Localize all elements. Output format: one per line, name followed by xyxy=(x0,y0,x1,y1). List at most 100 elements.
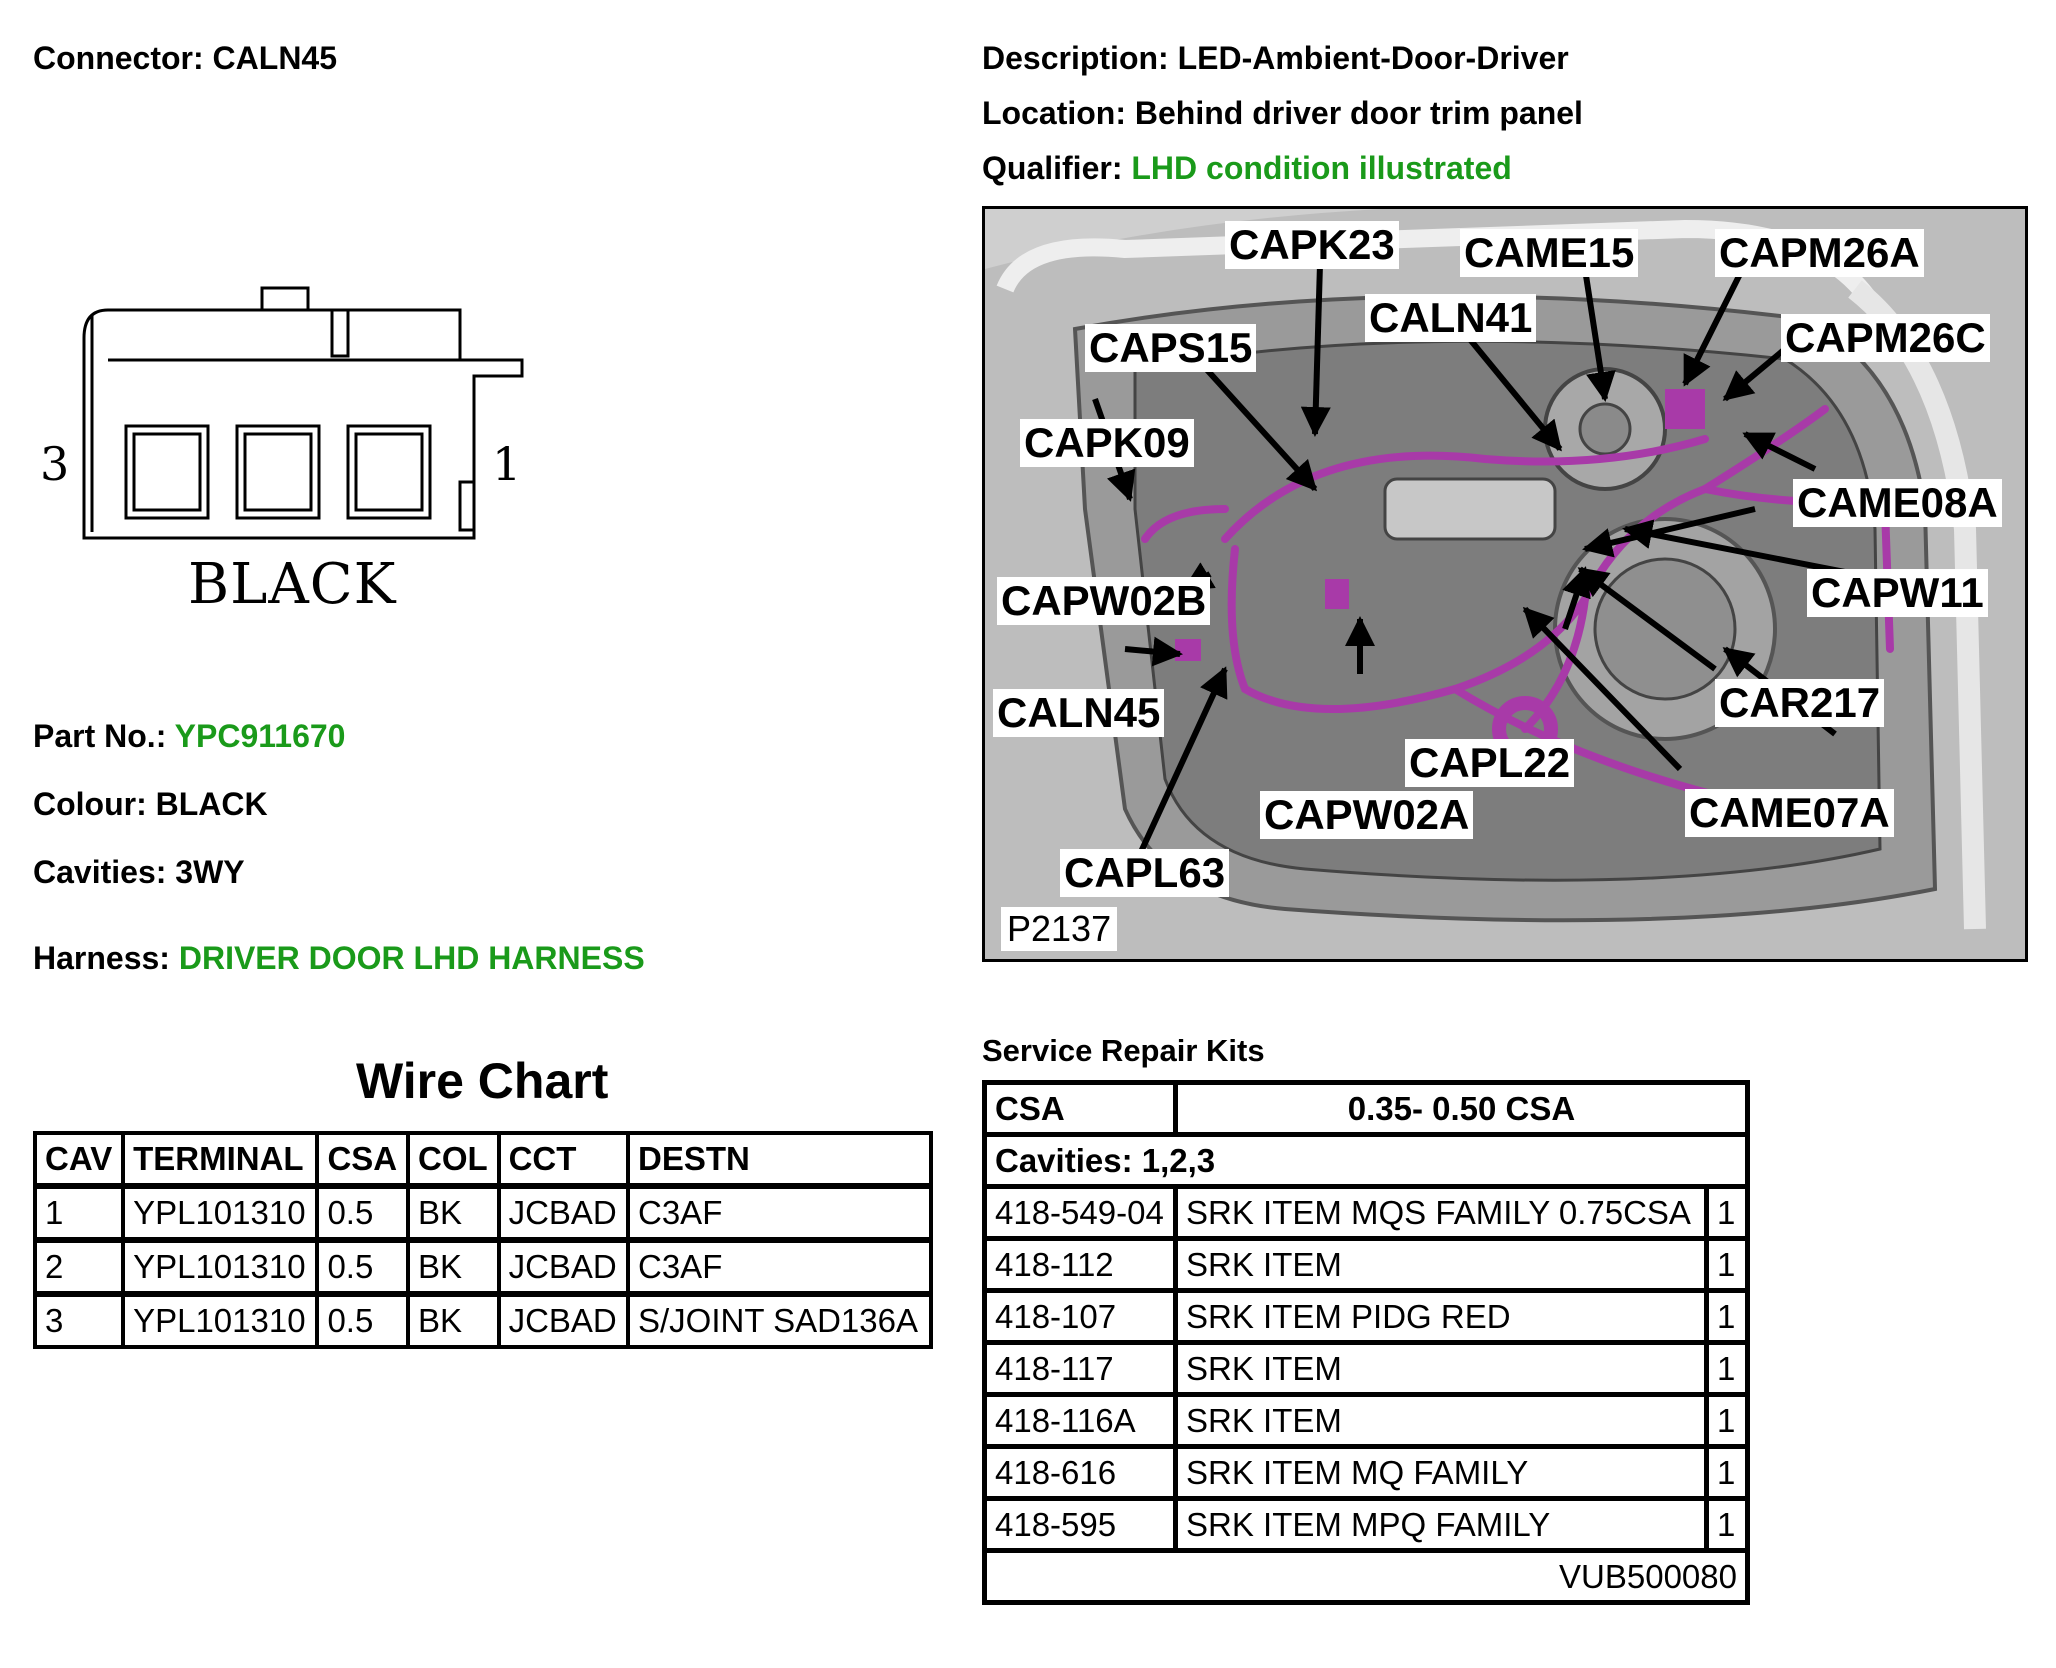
srk-footer-code: VUB500080 xyxy=(982,1548,1750,1605)
table-row: 3 YPL101310 0.5 BK JCBAD S/JOINT SAD136A xyxy=(32,1291,933,1349)
callout-capw02a: CAPW02A xyxy=(1260,791,1474,839)
cavities-line: Cavities: 3WY xyxy=(33,854,245,891)
col-header-destn: DESTN xyxy=(626,1131,933,1188)
srk-desc: SRK ITEM PIDG RED xyxy=(1173,1288,1709,1345)
srk-qty: 1 xyxy=(1704,1288,1750,1345)
col-header-cav: CAV xyxy=(32,1131,126,1188)
cavity-3-label: 3 xyxy=(40,437,70,491)
srk-csa-label: CSA xyxy=(982,1080,1178,1137)
cell-destn: C3AF xyxy=(626,1237,933,1296)
srk-qty: 1 xyxy=(1704,1392,1750,1449)
wire-chart-table: CAV TERMINAL CSA COL CCT DESTN 1 YPL1013… xyxy=(32,1131,933,1349)
callout-capm26a: CAPM26A xyxy=(1715,229,1924,277)
table-row: 418-616 SRK ITEM MQ FAMILY 1 xyxy=(982,1444,1750,1501)
srk-part: 418-112 xyxy=(982,1236,1178,1293)
srk-qty: 1 xyxy=(1704,1184,1750,1241)
srk-qty: 1 xyxy=(1704,1340,1750,1397)
srk-footer-row: VUB500080 xyxy=(982,1548,1750,1605)
callout-came08a: CAME08A xyxy=(1793,479,2002,527)
colour-value: BLACK xyxy=(155,786,268,822)
srk-csa-row: CSA 0.35- 0.50 CSA xyxy=(982,1080,1750,1137)
srk-qty: 1 xyxy=(1704,1444,1750,1501)
cell-cct: JCBAD xyxy=(496,1237,631,1296)
srk-qty: 1 xyxy=(1704,1236,1750,1293)
table-row: 418-107 SRK ITEM PIDG RED 1 xyxy=(982,1288,1750,1345)
cavities-label: Cavities: xyxy=(33,854,167,890)
cell-terminal: YPL101310 xyxy=(121,1183,320,1242)
cell-col: BK xyxy=(406,1237,501,1296)
wire-chart-title: Wire Chart xyxy=(356,1053,609,1109)
table-row: 418-116A SRK ITEM 1 xyxy=(982,1392,1750,1449)
harness-value: DRIVER DOOR LHD HARNESS xyxy=(178,940,645,976)
srk-desc: SRK ITEM MQ FAMILY xyxy=(1173,1444,1709,1501)
part-no-value: YPC911670 xyxy=(174,718,346,754)
srk-part: 418-116A xyxy=(982,1392,1178,1449)
harness-line: Harness: DRIVER DOOR LHD HARNESS xyxy=(33,940,645,977)
part-no-label: Part No.: xyxy=(33,718,167,754)
callout-car217: CAR217 xyxy=(1715,679,1885,727)
col-header-cct: CCT xyxy=(496,1131,631,1188)
cavities-value: 3WY xyxy=(175,854,245,890)
col-header-csa: CSA xyxy=(315,1131,411,1188)
srk-part: 418-616 xyxy=(982,1444,1178,1501)
cell-col: BK xyxy=(406,1183,501,1242)
srk-desc: SRK ITEM xyxy=(1173,1236,1709,1293)
callout-capk09: CAPK09 xyxy=(1020,419,1194,467)
callout-came15: CAME15 xyxy=(1460,229,1639,277)
cell-terminal: YPL101310 xyxy=(121,1291,320,1349)
cell-cav: 3 xyxy=(32,1291,126,1349)
callout-capl22: CAPL22 xyxy=(1405,739,1575,787)
cell-cct: JCBAD xyxy=(496,1183,631,1242)
cavity-1-label: 1 xyxy=(492,437,522,491)
qualifier-label: Qualifier: xyxy=(982,150,1123,186)
callout-capm26c: CAPM26C xyxy=(1781,314,1990,362)
table-row: 418-549-04 SRK ITEM MQS FAMILY 0.75CSA 1 xyxy=(982,1184,1750,1241)
cell-terminal: YPL101310 xyxy=(121,1237,320,1296)
connector-face-drawing xyxy=(82,286,524,540)
location-line: Location: Behind driver door trim panel xyxy=(982,95,1583,132)
srk-cavities: Cavities: 1,2,3 xyxy=(982,1132,1750,1189)
col-header-terminal: TERMINAL xyxy=(121,1131,320,1188)
callout-caln41: CALN41 xyxy=(1365,294,1537,342)
qualifier-line: Qualifier: LHD condition illustrated xyxy=(982,150,1512,187)
illustration-ref: P2137 xyxy=(1001,907,1118,951)
callout-caps15: CAPS15 xyxy=(1085,324,1257,372)
table-row: 1 YPL101310 0.5 BK JCBAD C3AF xyxy=(32,1183,933,1242)
callout-capw02b: CAPW02B xyxy=(997,577,1211,625)
connector-colour-label: BLACK xyxy=(188,552,397,617)
cell-csa: 0.5 xyxy=(315,1183,411,1242)
connector-label: Connector: xyxy=(33,40,204,76)
table-row: 418-112 SRK ITEM 1 xyxy=(982,1236,1750,1293)
cell-col: BK xyxy=(406,1291,501,1349)
callout-capk23: CAPK23 xyxy=(1225,221,1399,269)
cell-csa: 0.5 xyxy=(315,1291,411,1349)
srk-title: Service Repair Kits xyxy=(982,1033,1265,1068)
table-row: 2 YPL101310 0.5 BK JCBAD C3AF xyxy=(32,1237,933,1296)
part-no-line: Part No.: YPC911670 xyxy=(33,718,345,755)
cell-csa: 0.5 xyxy=(315,1237,411,1296)
qualifier-value: LHD condition illustrated xyxy=(1131,150,1512,186)
cell-cct: JCBAD xyxy=(496,1291,631,1349)
table-row: 418-117 SRK ITEM 1 xyxy=(982,1340,1750,1397)
cell-destn: S/JOINT SAD136A xyxy=(626,1291,933,1349)
connector-value: CALN45 xyxy=(212,40,338,76)
callout-caln45: CALN45 xyxy=(993,689,1165,737)
location-label: Location: xyxy=(982,95,1126,131)
cell-cav: 1 xyxy=(32,1183,126,1242)
srk-csa-value: 0.35- 0.50 CSA xyxy=(1173,1080,1750,1137)
srk-desc: SRK ITEM xyxy=(1173,1340,1709,1397)
callout-came07a: CAME07A xyxy=(1685,789,1894,837)
srk-part: 418-117 xyxy=(982,1340,1178,1397)
description-label: Description: xyxy=(982,40,1169,76)
srk-table: CSA 0.35- 0.50 CSA Cavities: 1,2,3 418-5… xyxy=(982,1080,1750,1605)
cell-destn: C3AF xyxy=(626,1183,933,1242)
srk-part: 418-549-04 xyxy=(982,1184,1178,1241)
colour-label: Colour: xyxy=(33,786,147,822)
callout-capl63: CAPL63 xyxy=(1060,849,1230,897)
connector-line: Connector: CALN45 xyxy=(33,40,337,77)
srk-desc: SRK ITEM MQS FAMILY 0.75CSA xyxy=(1173,1184,1709,1241)
srk-desc: SRK ITEM xyxy=(1173,1392,1709,1449)
location-value: Behind driver door trim panel xyxy=(1134,95,1583,131)
srk-cavities-row: Cavities: 1,2,3 xyxy=(982,1132,1750,1189)
table-row: 418-595 SRK ITEM MPQ FAMILY 1 xyxy=(982,1496,1750,1553)
